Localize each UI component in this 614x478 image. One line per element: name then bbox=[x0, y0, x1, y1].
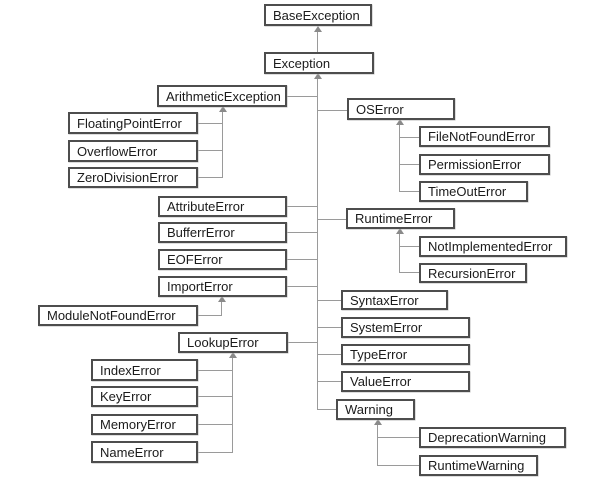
connector-line bbox=[198, 315, 222, 316]
connector-line bbox=[198, 177, 223, 178]
node-syntax-error: SyntaxError bbox=[341, 290, 448, 310]
node-arithmetic-exception: ArithmeticException bbox=[157, 85, 287, 107]
node-permission-error: PermissionError bbox=[419, 154, 550, 175]
connector-line bbox=[400, 164, 419, 165]
node-attribute-error: AttributeError bbox=[158, 196, 287, 217]
connector-line bbox=[318, 219, 346, 220]
arrow-up-icon bbox=[396, 228, 404, 234]
node-os-error: OSError bbox=[347, 98, 455, 120]
connector-line bbox=[221, 301, 222, 316]
connector-line bbox=[198, 396, 233, 397]
connector-line bbox=[318, 300, 341, 301]
node-name-error: NameError bbox=[91, 441, 198, 463]
connector-line bbox=[318, 110, 347, 111]
arrow-up-icon bbox=[218, 296, 226, 302]
connector-line bbox=[318, 327, 341, 328]
arrow-up-icon bbox=[229, 352, 237, 358]
connector-line bbox=[287, 259, 318, 260]
connector-line bbox=[399, 232, 400, 273]
node-zero-division-error: ZeroDivisionError bbox=[68, 167, 198, 188]
connector-line bbox=[198, 150, 223, 151]
node-not-implemented-error: NotImplementedError bbox=[419, 236, 567, 257]
node-exception: Exception bbox=[264, 52, 374, 74]
node-warning: Warning bbox=[336, 399, 415, 420]
connector-line bbox=[287, 206, 318, 207]
connector-line bbox=[317, 31, 318, 52]
connector-line bbox=[318, 409, 336, 410]
connector-line bbox=[198, 123, 223, 124]
connector-line bbox=[232, 357, 233, 452]
node-system-error: SystemError bbox=[341, 317, 470, 338]
node-bufferr-error: BufferrError bbox=[158, 222, 287, 243]
connector-line bbox=[198, 424, 233, 425]
connector-line bbox=[287, 96, 318, 97]
connector-line bbox=[288, 342, 318, 343]
connector-line bbox=[399, 124, 400, 192]
connector-line bbox=[400, 191, 419, 192]
node-time-out-error: TimeOutError bbox=[419, 181, 528, 202]
node-recursion-error: RecursionError bbox=[419, 263, 527, 283]
connector-line bbox=[222, 111, 223, 178]
node-runtime-warning: RuntimeWarning bbox=[419, 455, 538, 476]
node-base-exception: BaseException bbox=[264, 4, 372, 26]
connector-line bbox=[400, 137, 419, 138]
node-lookup-error: LookupError bbox=[178, 332, 288, 353]
connector-line bbox=[198, 370, 233, 371]
connector-line bbox=[378, 465, 419, 466]
connector-line bbox=[377, 424, 378, 466]
arrow-up-icon bbox=[396, 119, 404, 125]
connector-line bbox=[317, 78, 318, 410]
node-deprecation-warning: DeprecationWarning bbox=[419, 427, 566, 448]
connector-line bbox=[198, 452, 233, 453]
connector-line bbox=[400, 272, 419, 273]
connector-line bbox=[378, 437, 419, 438]
connector-line bbox=[287, 232, 318, 233]
arrow-up-icon bbox=[314, 73, 322, 79]
node-value-error: ValueError bbox=[341, 371, 470, 392]
arrow-up-icon bbox=[374, 419, 382, 425]
node-import-error: ImportError bbox=[158, 276, 287, 297]
node-file-not-found-error: FileNotFoundError bbox=[419, 126, 550, 147]
node-eof-error: EOFError bbox=[158, 249, 287, 270]
arrow-up-icon bbox=[219, 106, 227, 112]
arrow-up-icon bbox=[314, 26, 322, 32]
node-floating-point-error: FloatingPointError bbox=[68, 112, 198, 134]
node-runtime-error: RuntimeError bbox=[346, 208, 455, 229]
node-memory-error: MemoryError bbox=[91, 414, 198, 435]
node-type-error: TypeError bbox=[341, 344, 470, 365]
node-key-error: KeyError bbox=[91, 386, 198, 407]
node-overflow-error: OverflowError bbox=[68, 140, 198, 162]
connector-line bbox=[318, 381, 341, 382]
connector-line bbox=[318, 354, 341, 355]
connector-line bbox=[400, 246, 419, 247]
node-index-error: IndexError bbox=[91, 359, 198, 381]
node-module-not-found-error: ModuleNotFoundError bbox=[38, 305, 198, 326]
connector-line bbox=[287, 286, 318, 287]
